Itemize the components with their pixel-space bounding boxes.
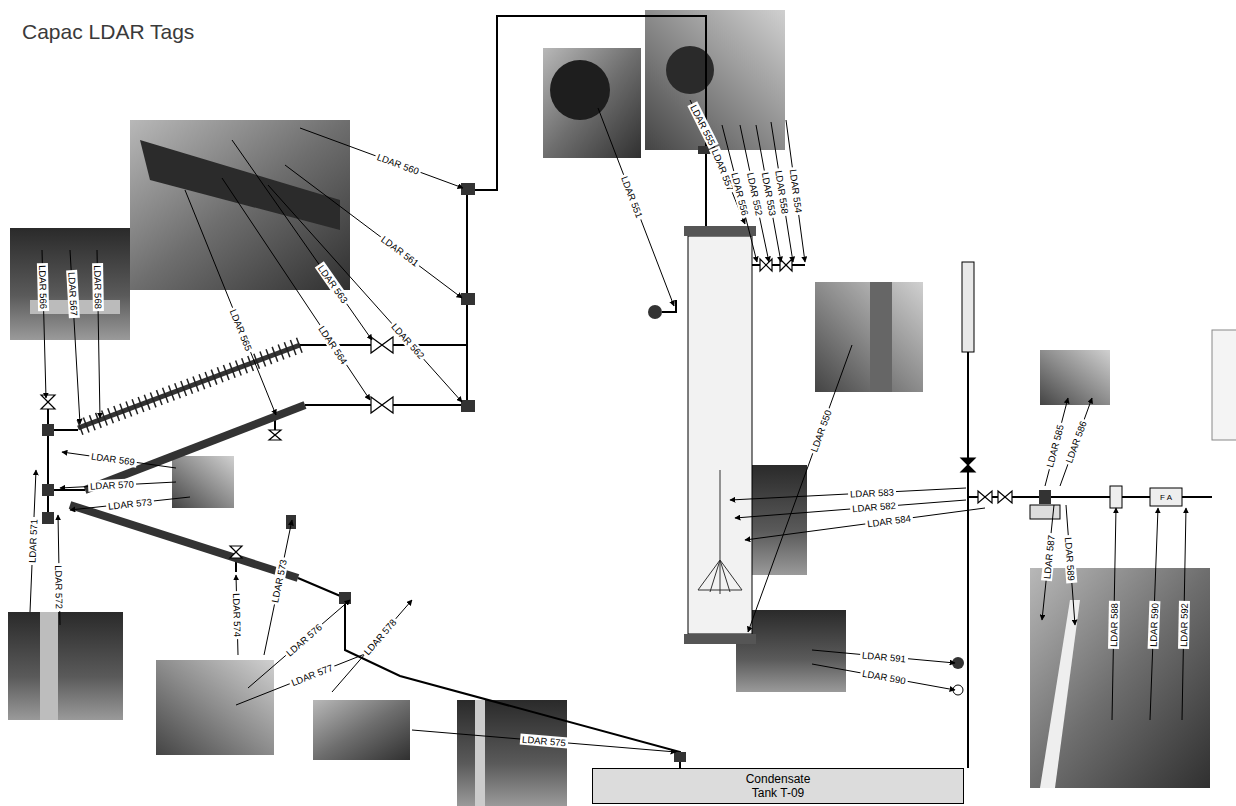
leader-line xyxy=(185,190,276,415)
callout-label: LDAR 573 xyxy=(269,556,289,605)
leader-line xyxy=(222,178,370,400)
finned-tube xyxy=(70,345,305,578)
callout-label: F A xyxy=(1158,492,1174,503)
leader-line xyxy=(232,140,372,340)
leader-line xyxy=(598,108,674,306)
leader-line xyxy=(264,520,292,655)
photo xyxy=(8,10,1236,806)
pipe xyxy=(48,16,1212,768)
leader-line xyxy=(1060,398,1092,486)
callout-label: LDAR 573 xyxy=(106,495,155,511)
callout-label: LDAR 565 xyxy=(227,305,255,353)
callout-label: LDAR 576 xyxy=(282,620,325,660)
callout-label: LDAR 588 xyxy=(1108,601,1120,649)
node-text: Condensate Tank T-09 xyxy=(733,772,823,800)
callout-label: LDAR 570 xyxy=(88,479,136,492)
callout-label: LDAR 585 xyxy=(1044,422,1067,471)
leader-line xyxy=(300,128,463,188)
leader-line xyxy=(332,600,412,692)
leader-line xyxy=(236,650,375,705)
callout-label: LDAR 572 xyxy=(53,562,65,610)
callout-label: LDAR 578 xyxy=(360,615,400,658)
valve-symbol xyxy=(41,259,1012,558)
callout-label: LDAR 566 xyxy=(37,263,49,311)
callout-label: LDAR 591 xyxy=(859,649,908,664)
callout-label: LDAR 589 xyxy=(1063,535,1078,584)
callout-label: LDAR 592 xyxy=(1178,601,1190,649)
tank-box: Condensate Tank T-09 xyxy=(592,768,964,804)
callout-label: LDAR 586 xyxy=(1063,418,1090,467)
callout-label: LDAR 550 xyxy=(807,407,834,456)
callout-label: LDAR 569 xyxy=(89,450,138,468)
callout-label: LDAR 582 xyxy=(849,500,898,515)
leader-line xyxy=(248,600,350,688)
callout-label: LDAR 561 xyxy=(378,233,423,271)
leader-line xyxy=(812,664,955,690)
callout-label: LDAR 590 xyxy=(859,667,908,686)
column xyxy=(684,226,756,644)
callout-label: LDAR 551 xyxy=(618,173,645,222)
callout-label: LDAR 590 xyxy=(1147,600,1160,648)
leader-line xyxy=(748,345,852,632)
leader-line xyxy=(786,120,805,262)
leader-line xyxy=(268,185,462,402)
callout-label: LDAR 568 xyxy=(92,263,104,311)
leader-line xyxy=(412,730,676,752)
callout-label: LDAR 574 xyxy=(231,591,243,639)
leader-line xyxy=(285,165,462,298)
callout-label: LDAR 560 xyxy=(373,151,422,178)
fitting xyxy=(42,146,1051,762)
callout-label: LDAR 562 xyxy=(388,320,428,363)
title: Capac LDAR Tags xyxy=(22,20,194,44)
callout-label: LDAR 577 xyxy=(288,661,337,689)
callout-label: LDAR 567 xyxy=(66,269,80,317)
callout-label: LDAR 583 xyxy=(847,486,895,499)
callout-label: LDAR 584 xyxy=(865,512,914,529)
callout-label: LDAR 571 xyxy=(27,517,40,565)
instrument xyxy=(953,262,1182,695)
